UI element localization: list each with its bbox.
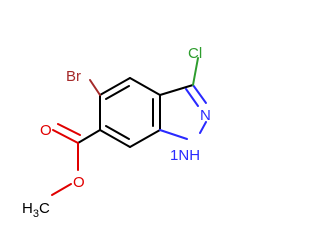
methyl-c: C (39, 200, 50, 217)
bond-carbonyl-o-double (57, 123, 81, 136)
bond-c6-carbonyl (77, 129, 101, 144)
methyl-subscript: 3 (33, 208, 39, 220)
bromine-label: Br (66, 68, 81, 85)
bond-c3-n2-inner (185, 88, 199, 107)
bond-c3a-c3 (159, 84, 194, 96)
molecule-structure: Br Cl N 1NH O O H3C (22, 45, 211, 220)
bond-c3-n2 (192, 84, 207, 104)
bond-c6-c7-inner (105, 125, 130, 140)
nh-prefix: 1 (170, 147, 178, 164)
bond-n2-n1 (199, 121, 207, 134)
ester-oxygen-label: O (73, 174, 85, 191)
nh-hydrogen: H (189, 147, 200, 164)
chlorine-label: Cl (188, 45, 202, 62)
bond-c4-c5 (99, 77, 131, 96)
methyl-h: H (22, 200, 33, 217)
nh-nitrogen: N (178, 147, 189, 164)
bond-c3a-c4 (129, 77, 161, 96)
bond-c7-c7a (129, 129, 161, 148)
methyl-label: H3C (22, 200, 50, 220)
ring-nitrogen-label: N (200, 107, 211, 124)
bond-c6-c7 (99, 129, 131, 148)
carbonyl-oxygen-label: O (40, 122, 52, 139)
bond-c4-c5-inner (105, 85, 130, 100)
bond-c3-cl (192, 57, 199, 86)
nh-label: 1NH (170, 147, 200, 164)
bond-n1-c7a (159, 129, 188, 140)
bond-oester-methyl (51, 183, 72, 196)
bond-carbonyl-o (52, 129, 79, 144)
bond-c5-br (89, 79, 101, 96)
